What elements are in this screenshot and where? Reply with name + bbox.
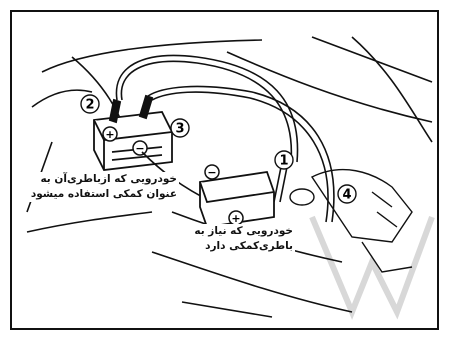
svg-text:3: 3 bbox=[175, 122, 184, 137]
receiving-battery-positive-terminal: + bbox=[229, 211, 243, 225]
receiving-battery-negative-terminal: − bbox=[205, 165, 219, 179]
svg-text:2: 2 bbox=[85, 98, 94, 113]
receiving-vehicle-label: خودرویی که نیاز به باطری‌کمکی دارد bbox=[192, 224, 295, 254]
svg-text:+: + bbox=[105, 128, 114, 141]
donor-vehicle-label-line1: خودرویی که ازباطری‌آن به bbox=[31, 172, 177, 187]
callout-number-1: 1 bbox=[275, 151, 293, 169]
donor-battery-negative-terminal: − bbox=[133, 141, 147, 155]
engine-parts bbox=[290, 170, 412, 272]
callout-number-3: 3 bbox=[171, 119, 189, 137]
jump-start-illustration: + − bbox=[12, 12, 439, 330]
receiving-vehicle-label-line2: باطری‌کمکی دارد bbox=[194, 239, 293, 254]
watermark bbox=[312, 217, 432, 312]
donor-battery-positive-terminal: + bbox=[103, 127, 117, 141]
donor-battery bbox=[94, 112, 172, 170]
svg-text:4: 4 bbox=[342, 188, 351, 203]
receiving-vehicle-label-line1: خودرویی که نیاز به bbox=[194, 224, 293, 239]
callout-number-4: 4 bbox=[338, 185, 356, 203]
donor-vehicle-label-line2: عنوان کمکی استفاده میشود bbox=[31, 187, 177, 202]
callout-number-2: 2 bbox=[81, 95, 99, 113]
receiving-car-outline bbox=[152, 37, 432, 317]
svg-text:1: 1 bbox=[279, 154, 288, 169]
diagram-frame: + − bbox=[10, 10, 439, 330]
svg-text:−: − bbox=[207, 166, 216, 179]
donor-vehicle-label: خودرویی که ازباطری‌آن به عنوان کمکی استف… bbox=[29, 172, 179, 202]
